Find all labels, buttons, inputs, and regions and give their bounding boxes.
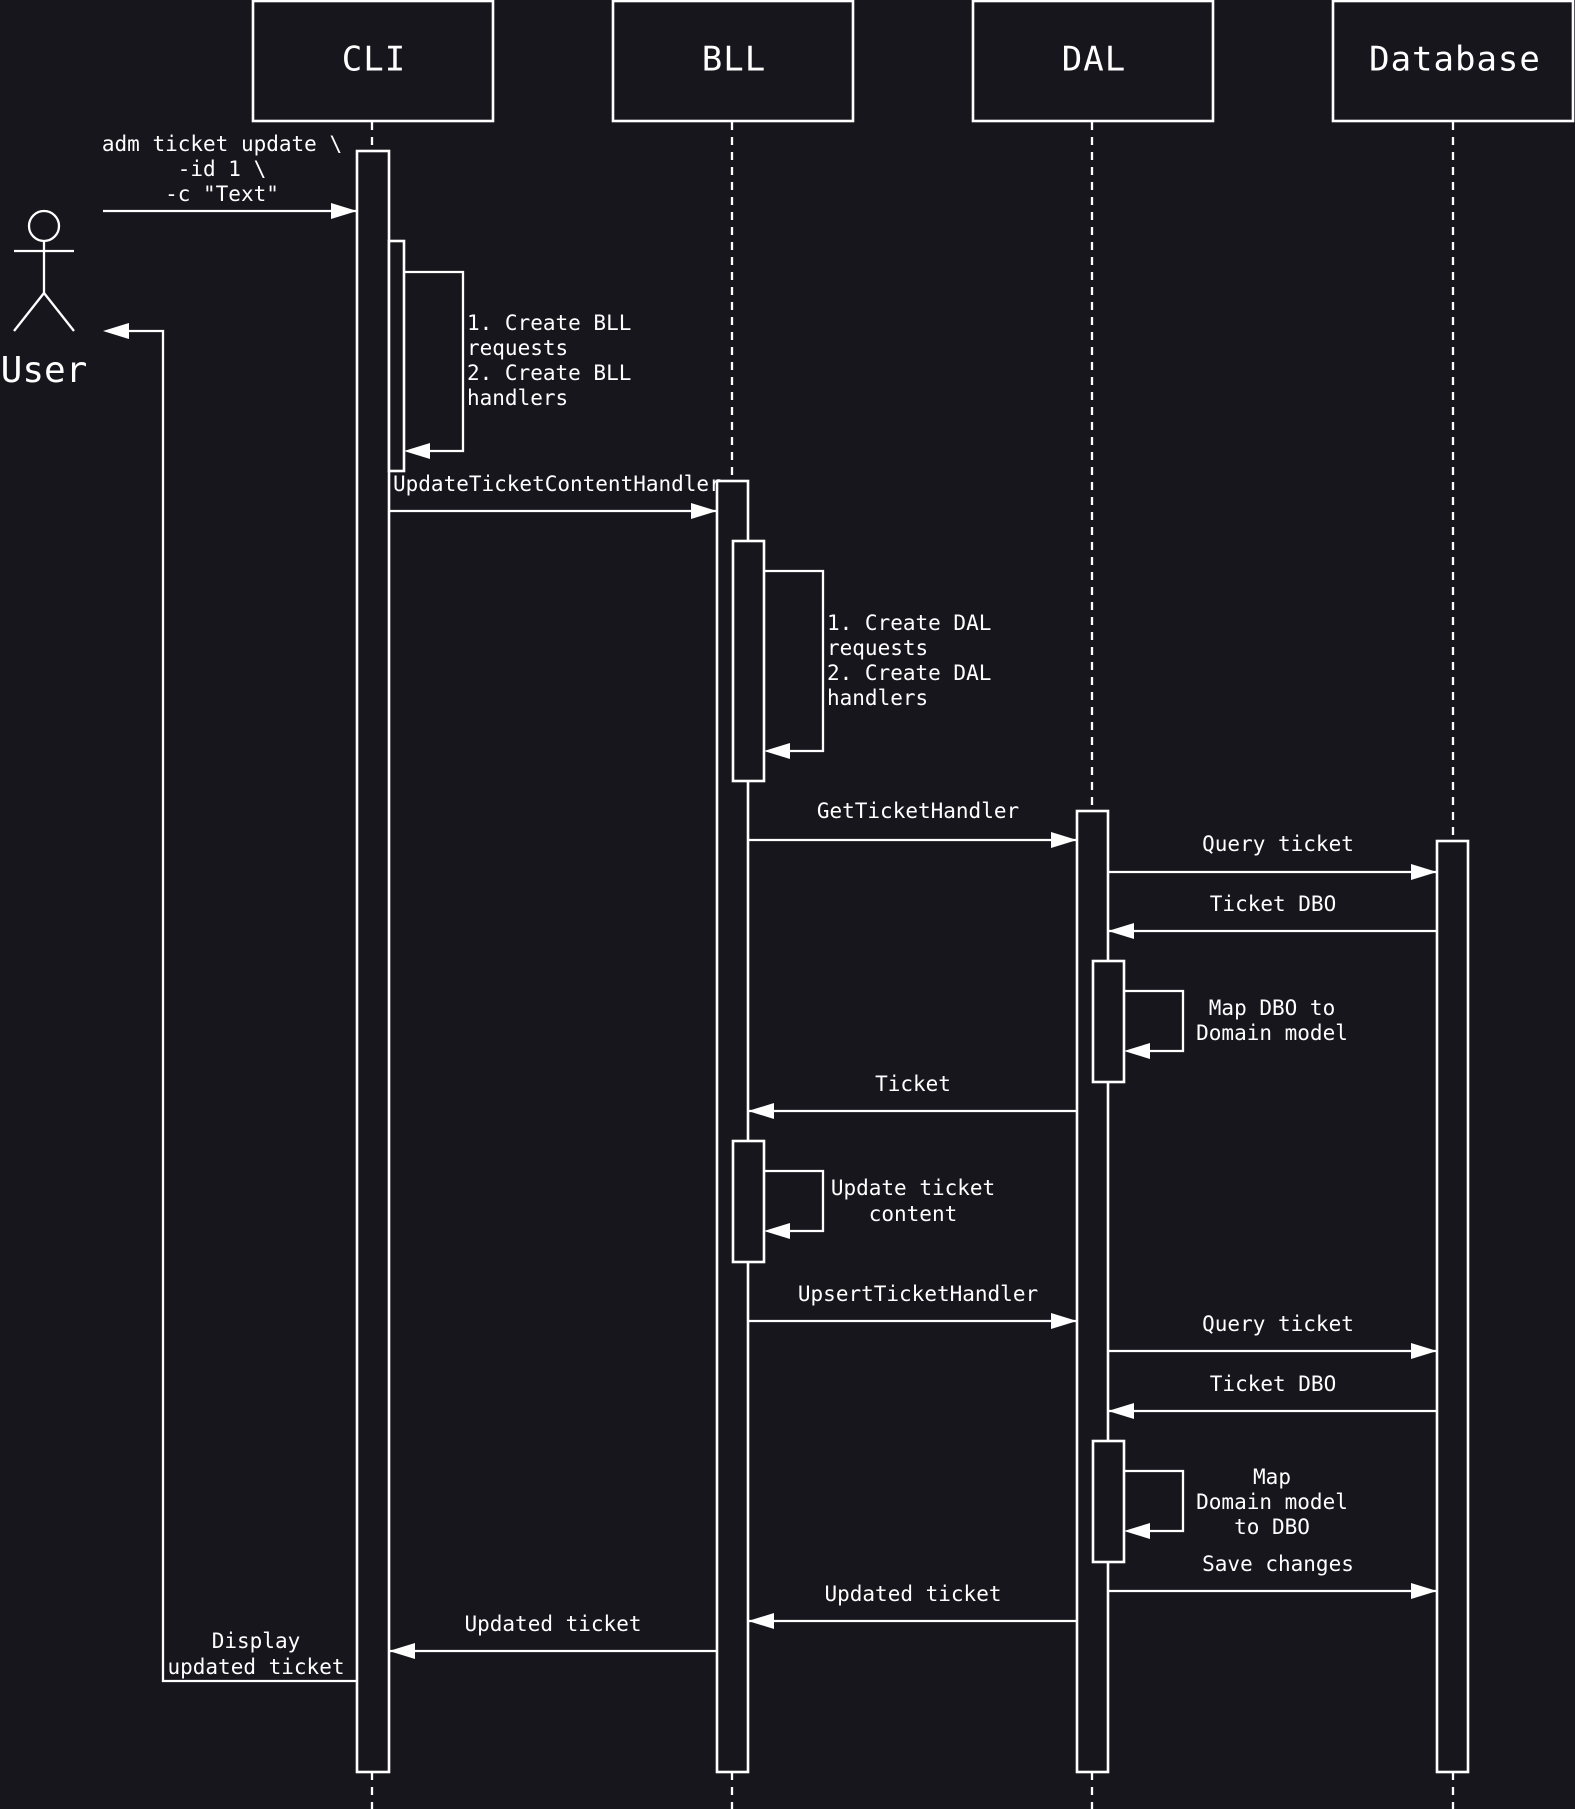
ticket-return-arrowhead (748, 1103, 774, 1119)
participant-box-dal (971, 0, 1215, 123)
message-label-map-2: Domain model (1196, 1490, 1348, 1514)
dal-self-activation-2 (1091, 1439, 1126, 1564)
message-label-ticket-return: Ticket (875, 1072, 951, 1096)
message-label-map-1: Map DBO to (1209, 996, 1335, 1020)
bll-self-loop (764, 569, 825, 753)
map-1-loop (1124, 989, 1185, 1053)
participant-label-dal: DAL (1062, 40, 1126, 80)
updated-dal-arrowhead (748, 1613, 774, 1629)
display-arrow (129, 329, 357, 1683)
message-label-query-1: Query ticket (1202, 832, 1354, 856)
db-activation (1435, 839, 1470, 1774)
message-label-display: updated ticket (167, 1655, 344, 1679)
message-label-map-1: Domain model (1196, 1021, 1348, 1045)
cli-self-arrowhead (404, 443, 430, 459)
dal-main-activation (1075, 809, 1110, 1774)
message-label-cli-self: handlers (467, 386, 568, 410)
message-label-query-2: Query ticket (1202, 1312, 1354, 1336)
message-label-cli-self: 1. Create BLL (467, 311, 631, 335)
message-label-save-changes: Save changes (1202, 1552, 1354, 1576)
message-label-cmd: -c "Text" (165, 182, 279, 206)
participant-label-database: Database (1369, 40, 1541, 80)
message-label-map-2: Map (1253, 1465, 1291, 1489)
actor-label: User (1, 350, 88, 391)
message-label-bll-self: 1. Create DAL (827, 611, 991, 635)
query-1-arrowhead (1411, 864, 1437, 880)
message-label-update-content: content (869, 1202, 958, 1226)
message-label-dbo-2: Ticket DBO (1210, 1372, 1336, 1396)
update-handler-arrowhead (691, 503, 717, 519)
upsert-handler-arrowhead (1051, 1313, 1077, 1329)
map-2-arrowhead (1124, 1523, 1150, 1539)
participant-label-cli: CLI (342, 40, 406, 80)
message-label-cmd: -id 1 \ (178, 157, 267, 181)
map-2-loop (1124, 1469, 1185, 1533)
cmd-arrowhead (331, 203, 357, 219)
map-1-arrowhead (1124, 1043, 1150, 1059)
message-label-map-2: to DBO (1234, 1515, 1310, 1539)
get-handler-arrowhead (1051, 832, 1077, 848)
message-label-update-content: Update ticket (831, 1176, 995, 1200)
message-label-dbo-1: Ticket DBO (1210, 892, 1336, 916)
message-label-upsert-handler: UpsertTicketHandler (798, 1282, 1038, 1306)
participant-label-bll: BLL (702, 40, 766, 80)
update-content-loop (764, 1169, 825, 1233)
message-label-display: Display (212, 1629, 301, 1653)
cli-self-loop (404, 270, 465, 453)
bll-self-activation-2 (731, 1139, 766, 1264)
participant-box-database (1331, 0, 1575, 123)
message-label-bll-self: 2. Create DAL (827, 661, 991, 685)
display-arrowhead (103, 323, 129, 339)
participant-box-cli (251, 0, 495, 123)
dbo-2-arrowhead (1108, 1403, 1134, 1419)
query-2-arrowhead (1411, 1343, 1437, 1359)
participant-box-bll (611, 0, 855, 123)
cli-self-activation (387, 239, 406, 473)
message-label-updated-dal: Updated ticket (824, 1582, 1001, 1606)
message-label-bll-self: handlers (827, 686, 928, 710)
message-label-cli-self: 2. Create BLL (467, 361, 631, 385)
dbo-1-arrowhead (1108, 923, 1134, 939)
message-label-update-handler: UpdateTicketContentHandler (393, 472, 722, 496)
dal-self-activation-1 (1091, 959, 1126, 1084)
bll-self-arrowhead (764, 743, 790, 759)
bll-self-activation-1 (731, 539, 766, 783)
message-label-bll-self: requests (827, 636, 928, 660)
user-stick-figure-icon (13, 209, 75, 332)
save-changes-arrowhead (1411, 1583, 1437, 1599)
message-label-cli-self: requests (467, 336, 568, 360)
message-label-cmd: adm ticket update \ (102, 132, 342, 156)
cli-main-activation (355, 149, 391, 1774)
message-label-get-handler: GetTicketHandler (817, 799, 1019, 823)
update-content-arrowhead (764, 1223, 790, 1239)
message-label-updated-bll: Updated ticket (464, 1612, 641, 1636)
updated-bll-arrowhead (389, 1643, 415, 1659)
